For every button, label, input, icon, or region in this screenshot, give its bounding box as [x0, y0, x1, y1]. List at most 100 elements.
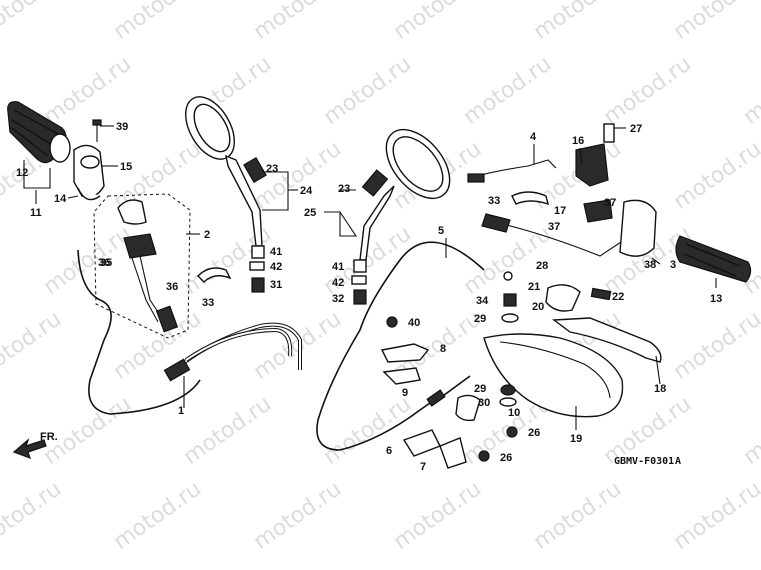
clutch-lever [552, 317, 662, 363]
part-callout: 24 [300, 185, 313, 197]
diagram-code: GBMV-F0301 [614, 456, 674, 467]
part-callout: 41 [270, 246, 282, 258]
part-callout: 23 [266, 163, 278, 175]
watermark-text: motod.ru [249, 307, 346, 385]
part-callout: 27 [630, 123, 642, 135]
part-callout: 22 [612, 291, 624, 303]
watermark-text: motod.ru [739, 392, 761, 470]
watermark-text: motod.ru [319, 52, 416, 130]
leader-lines [23, 125, 717, 430]
right-grip [675, 235, 752, 283]
part-callout: 6 [386, 445, 392, 457]
part-callout: 30 [478, 397, 490, 409]
part-callout: 18 [654, 383, 666, 395]
wire-harness-4 [467, 159, 557, 183]
watermark-text: motod.ru [249, 0, 346, 45]
part-callout: 23 [338, 183, 350, 195]
bolts-26 [478, 426, 518, 462]
watermark-text: motod.ru [0, 477, 66, 555]
watermark-text: motod.ru [599, 52, 696, 130]
watermark-text: motod.ru [459, 52, 556, 130]
left-grip [7, 101, 71, 164]
cable-band-33-left [197, 267, 232, 283]
part-callout: 2 [204, 229, 210, 241]
part-callout: 13 [710, 293, 722, 305]
part-callout: 36 [98, 257, 110, 269]
part-callout: 29 [474, 313, 486, 325]
right-mirror [351, 128, 451, 305]
watermark-text: motod.ru [389, 0, 486, 45]
hand-guard [483, 333, 624, 418]
part-callout: 7 [420, 461, 426, 473]
watermark-text: motod.ru [109, 477, 206, 555]
throttle-cables [77, 249, 302, 415]
part-callout: 40 [408, 317, 420, 329]
part-callout: 19 [570, 433, 582, 445]
watermark-text: motod.ru [669, 477, 761, 555]
part-callout: 33 [202, 297, 214, 309]
part-callout: 41 [332, 261, 344, 273]
part-callout: 21 [528, 281, 540, 293]
holder-6 [402, 429, 441, 457]
part-callout: 35 [100, 257, 112, 269]
part-callout: 42 [270, 261, 282, 273]
watermark-text: motod.ru [739, 52, 761, 130]
watermark-text: motod.ru [669, 307, 761, 385]
part-callout: 11 [30, 207, 42, 219]
bolt-40 [386, 316, 398, 328]
part-callout: 14 [54, 193, 67, 205]
part-callout: 36 [166, 281, 178, 293]
watermark-text: motod.ru [249, 477, 346, 555]
left-mirror [185, 96, 267, 293]
clutch-cable [316, 241, 513, 451]
watermark-text: motod.ru [109, 0, 206, 45]
bracket-8 [380, 343, 430, 363]
watermark-text: motod.ru [669, 137, 761, 215]
clamp-10 [455, 394, 481, 422]
part-callout: 8 [440, 343, 446, 355]
part-callout: 31 [270, 279, 282, 291]
part-callout: 25 [304, 207, 316, 219]
part-callout: 20 [532, 301, 544, 313]
part-callout: 4 [530, 131, 537, 143]
part-callout: 33 [488, 195, 500, 207]
part-callout: 26 [500, 452, 512, 464]
watermark-text: motod.ru [529, 0, 626, 45]
part-callout: 29 [474, 383, 486, 395]
switch-assembly-right [481, 123, 657, 257]
part-callout: 34 [476, 295, 489, 307]
watermark-text: motod.ru [179, 392, 276, 470]
part-callout: 26 [528, 427, 540, 439]
watermark-text: motod.ru [389, 477, 486, 555]
fasteners-34-29 [501, 293, 519, 323]
watermark-text: motod.ru [109, 307, 206, 385]
part-callout: 12 [16, 167, 28, 179]
diagram-code-suffix: A [675, 456, 681, 467]
watermark-text: motod.ru [39, 52, 136, 130]
part-callout: 5 [438, 225, 444, 237]
part-callout: 38 [644, 259, 656, 271]
cable-band-33-right [511, 191, 549, 206]
switch-housing-left [117, 199, 179, 333]
lever-holder [545, 284, 612, 312]
front-direction-arrow: FR. [12, 431, 58, 460]
direction-label: FR. [40, 431, 58, 443]
holder-7 [439, 437, 467, 469]
part-callout: 37 [548, 221, 560, 233]
part-callout: 15 [120, 161, 132, 173]
watermark-text: motod.ru [529, 477, 626, 555]
watermark-text: motod.ru [0, 307, 66, 385]
throttle-housing [73, 144, 105, 201]
fasteners-29-30 [499, 384, 517, 407]
part-callout: 9 [402, 387, 408, 399]
screw-39 [92, 119, 102, 142]
part-callout: 10 [508, 407, 520, 419]
watermark-text: motod.ru [0, 0, 66, 45]
part-callout: 1 [178, 405, 184, 417]
part-callout: 32 [332, 293, 344, 305]
watermark-text: motod.ru [669, 0, 761, 45]
part-callout: 28 [536, 260, 548, 272]
